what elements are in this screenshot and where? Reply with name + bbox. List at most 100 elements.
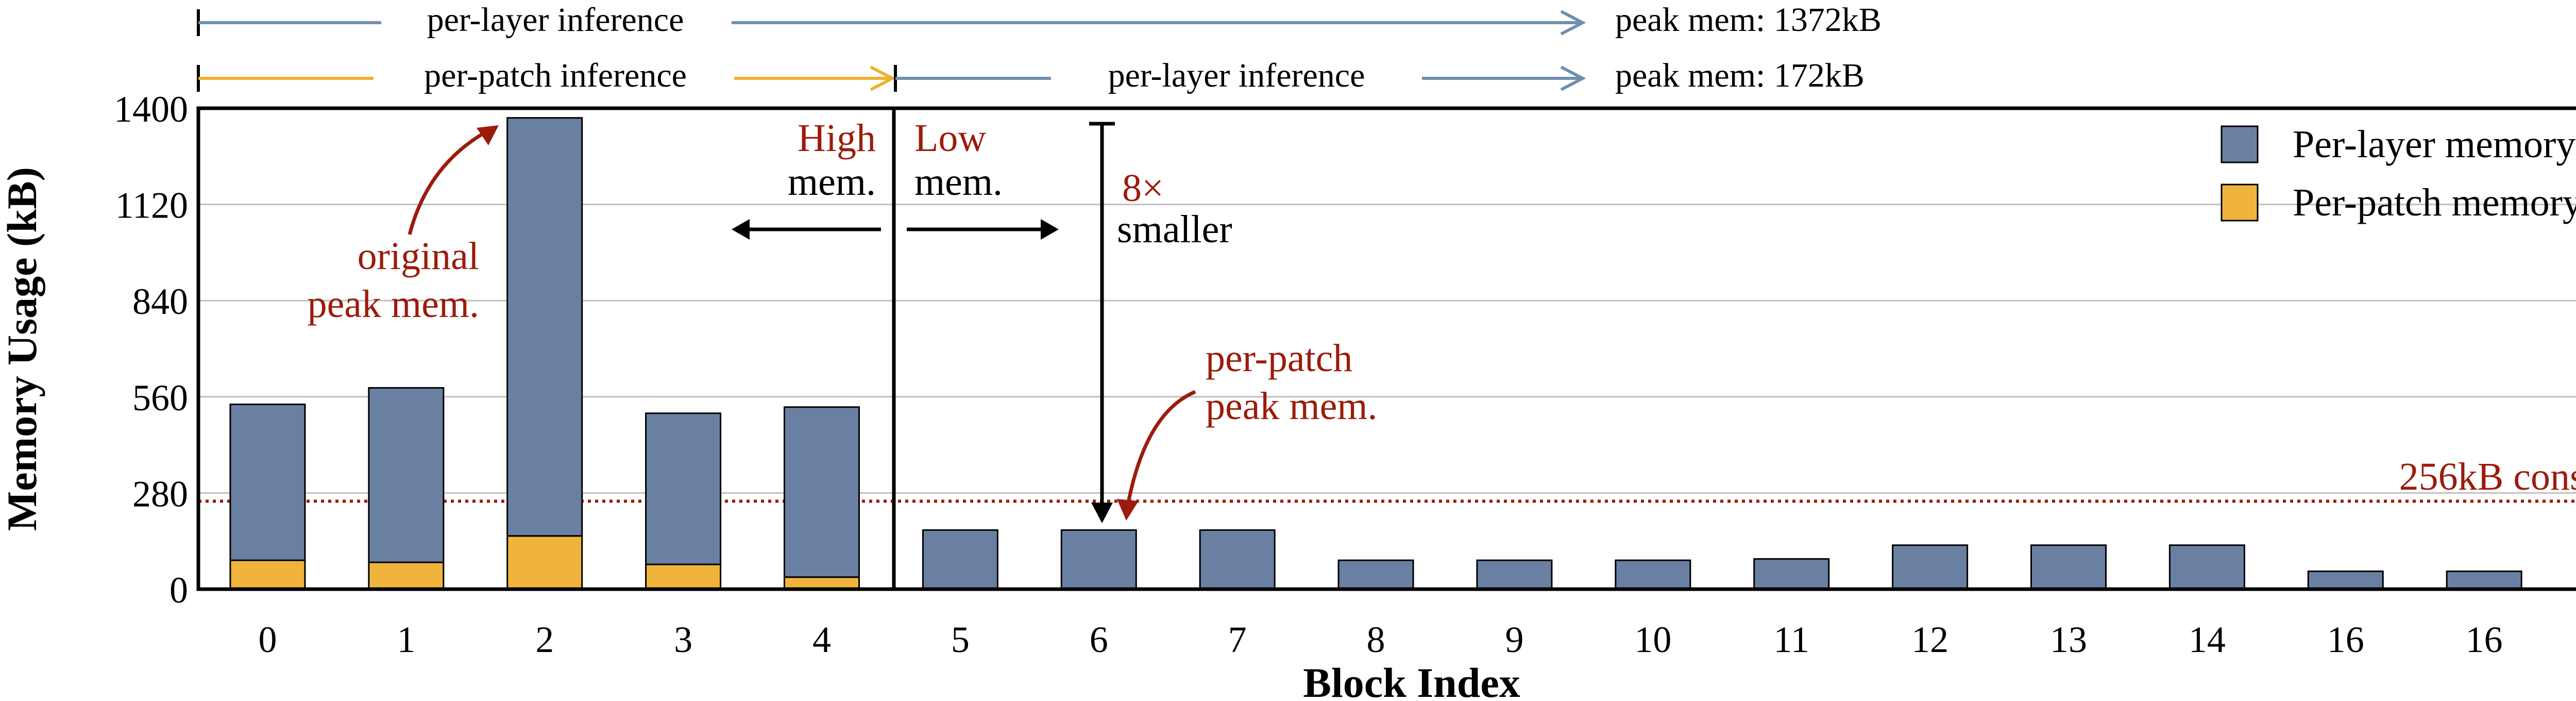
reduction-text: smaller [1117,208,1232,251]
bar-per-layer [2168,544,2245,590]
x-tick-label: 9 [1505,619,1523,660]
row2-right-label: per-layer inference [1108,57,1365,94]
original-peak-annotation: original peak mem. [308,125,499,326]
low-mem-line1: Low [914,116,986,160]
bar-per-layer [2307,570,2384,590]
bar-per-patch [506,535,583,590]
top-inference-labels: per-layer inference peak mem: 1372kB per… [197,0,1882,97]
high-mem-arrow-head [732,219,750,240]
bar-per-layer [1337,559,1414,590]
bar-per-patch [645,563,722,590]
x-tick-label: 16 [2327,619,2364,660]
y-tick-label: 560 [132,377,188,419]
row1-peak-label: peak mem: 1372kB [1615,1,1882,39]
x-tick-label: 1 [397,619,415,660]
grid-lines [198,204,2576,494]
patch-peak-arrow-head [1117,499,1139,521]
bar-group [2168,544,2245,590]
bar-group [922,529,998,590]
x-tick-label: 5 [951,619,970,660]
bar-group [1753,558,1830,590]
x-axis-title: Block Index [1303,659,1520,701]
patch-peak-line2: peak mem. [1206,385,1377,428]
y-tick-label: 0 [170,570,188,611]
bar-per-layer [922,529,998,590]
x-tick-label: 12 [1911,619,1948,660]
bar-group [2030,544,2107,590]
bar-group [1892,544,1969,590]
bar-per-layer [1615,559,1691,590]
x-tick-label: 0 [258,619,277,660]
bar-group [1060,529,1137,590]
bar-group [1199,529,1276,590]
x-tick-label: 6 [1090,619,1108,660]
bar-group [1476,559,1553,590]
x-tick-label: 3 [674,619,692,660]
y-tick-label: 280 [132,473,188,514]
bar-per-layer [1060,529,1137,590]
constraint-label: 256kB constraint [2399,455,2576,498]
x-tick-label: 10 [1634,619,1671,660]
x-tick-label: 7 [1228,619,1247,660]
x-tick-label: 4 [812,619,831,660]
original-peak-arrow [408,129,488,235]
bars [229,117,2522,590]
y-tick-label: 840 [132,281,188,322]
bar-per-layer [645,412,722,565]
bar-per-layer [784,406,860,578]
low-mem-arrow-head [1041,219,1059,240]
reduction-annotation: 8× smaller [1089,122,1232,523]
x-tick-label: 8 [1367,619,1385,660]
high-low-annotation: High mem. Low mem. [732,116,1059,240]
reduction-arrow-head [1091,503,1113,523]
x-tick-label: 16 [2466,619,2503,660]
legend: Per-layer memory Per-patch memory [2221,123,2576,224]
row2-left-label: per-patch inference [424,57,687,94]
reduction-factor: 8× [1122,166,1164,210]
row2-right-arrow-head [1560,65,1586,91]
high-mem-line2: mem. [788,160,876,204]
bar-group [506,117,583,590]
high-mem-line1: High [798,116,876,160]
x-tick-label: 14 [2189,619,2226,660]
legend-label-per-layer: Per-layer memory [2293,123,2575,166]
bar-group [2446,570,2522,590]
y-tick-label: 1120 [115,185,188,226]
bar-per-layer [368,387,445,563]
x-tick-label: 13 [2050,619,2087,660]
bar-group [1615,559,1691,590]
row1-arrow-head [1560,10,1586,36]
bar-per-layer [506,117,583,537]
legend-swatch-per-layer [2221,125,2259,163]
bar-per-patch [368,561,445,590]
bar-per-layer [229,403,306,561]
patch-peak-annotation: per-patch peak mem. [1117,337,1377,521]
bar-per-layer [1476,559,1553,590]
bar-per-patch [229,559,306,590]
legend-label-per-patch: Per-patch memory [2293,181,2576,224]
original-peak-line2: peak mem. [308,282,479,326]
original-peak-line1: original [358,235,479,278]
legend-swatch-per-patch [2221,183,2259,222]
y-axis-title: Memory Usage (kB) [0,167,45,531]
original-peak-arrow-head [477,125,499,145]
bar-per-layer [1199,529,1276,590]
row2-peak-label: peak mem: 172kB [1615,57,1865,94]
x-tick-label: 11 [1774,619,1809,660]
bar-per-layer [2030,544,2107,590]
row2-left-arrow-head [870,65,896,91]
bar-group [645,412,722,590]
patch-peak-arrow [1126,390,1196,503]
bar-group [1337,559,1414,590]
bar-group [229,403,306,590]
patch-peak-line1: per-patch [1206,337,1352,380]
bar-group [368,387,445,590]
y-tick-label: 1400 [114,89,188,130]
bar-group [2307,570,2384,590]
bar-per-layer [1892,544,1969,590]
bar-group [784,406,860,590]
bar-per-layer [2446,570,2522,590]
low-mem-line2: mem. [914,160,1003,204]
